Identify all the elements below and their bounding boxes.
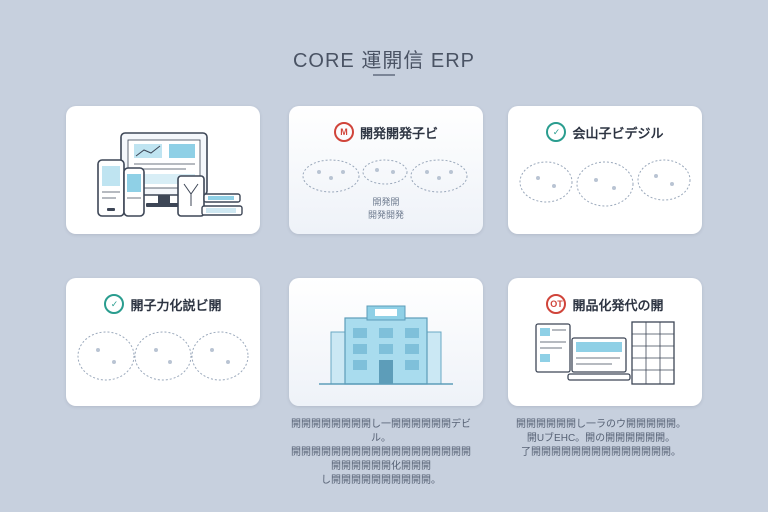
building-illustration	[319, 305, 453, 385]
check-icon: ✓	[546, 122, 567, 142]
pattern-illustration	[302, 159, 468, 193]
card-devices[interactable]	[66, 106, 260, 234]
card-feature-6[interactable]: OT 開品化発代の開	[508, 278, 702, 406]
card-subtitle-1: 開発開	[372, 197, 400, 207]
description-line: 了開開開開開開開開開開開開開開。	[521, 447, 681, 458]
description-line: 開開開開開開開開し一開開開開開開デビル。	[291, 419, 471, 444]
description-line: 開開開開開開化開開開	[331, 461, 431, 472]
red-badge-icon: OT	[546, 294, 567, 314]
card-feature-3[interactable]: ✓ 会山子ビデジル	[508, 106, 702, 234]
card-building[interactable]	[289, 278, 483, 406]
card-title: 開品化発代の開	[572, 297, 664, 313]
description-line: し開開開開開開開開開開。	[321, 475, 441, 486]
card-header: ✓ 開子力化説ビ開	[66, 294, 260, 314]
description-block-1: 開開開開開開開開し一開開開開開開デビル。 開開開開開開開開開開開開開開開開開開 …	[286, 418, 476, 488]
description-block-2: 開開開開開開し一ラのウ開開開開開。 開UブEHC。開の開開開開開開。 了開開開開…	[506, 418, 696, 460]
description-line: 開開開開開開開開開開開開開開開開開開	[291, 447, 471, 458]
description-line: 開UブEHC。開の開開開開開開。	[526, 433, 676, 444]
card-title: 会山子ビデジル	[572, 125, 664, 141]
card-header: OT 開品化発代の開	[508, 294, 702, 314]
pattern-illustration	[77, 331, 249, 381]
card-header: ✓ 会山子ビデジル	[508, 122, 702, 142]
card-title: 開発開発子ビ	[359, 125, 438, 141]
card-header: M 開発開発子ビ	[289, 122, 483, 142]
card-feature-2[interactable]: M 開発開発子ビ 開発開 開発開発	[289, 106, 483, 234]
pattern-illustration	[519, 159, 691, 207]
title-underline	[373, 74, 395, 76]
description-line: 開開開開開開し一ラのウ開開開開開。	[516, 419, 686, 430]
dashboard-illustration	[535, 321, 675, 385]
card-feature-4[interactable]: ✓ 開子力化説ビ開	[66, 278, 260, 406]
card-title: 開子力化説ビ開	[130, 297, 222, 313]
red-badge-icon: M	[333, 122, 354, 142]
card-subtitle-2: 開発開発	[367, 210, 404, 220]
devices-illustration	[97, 132, 243, 217]
check-icon: ✓	[104, 294, 125, 314]
page-title: CORE 運開信 ERP	[292, 50, 476, 72]
